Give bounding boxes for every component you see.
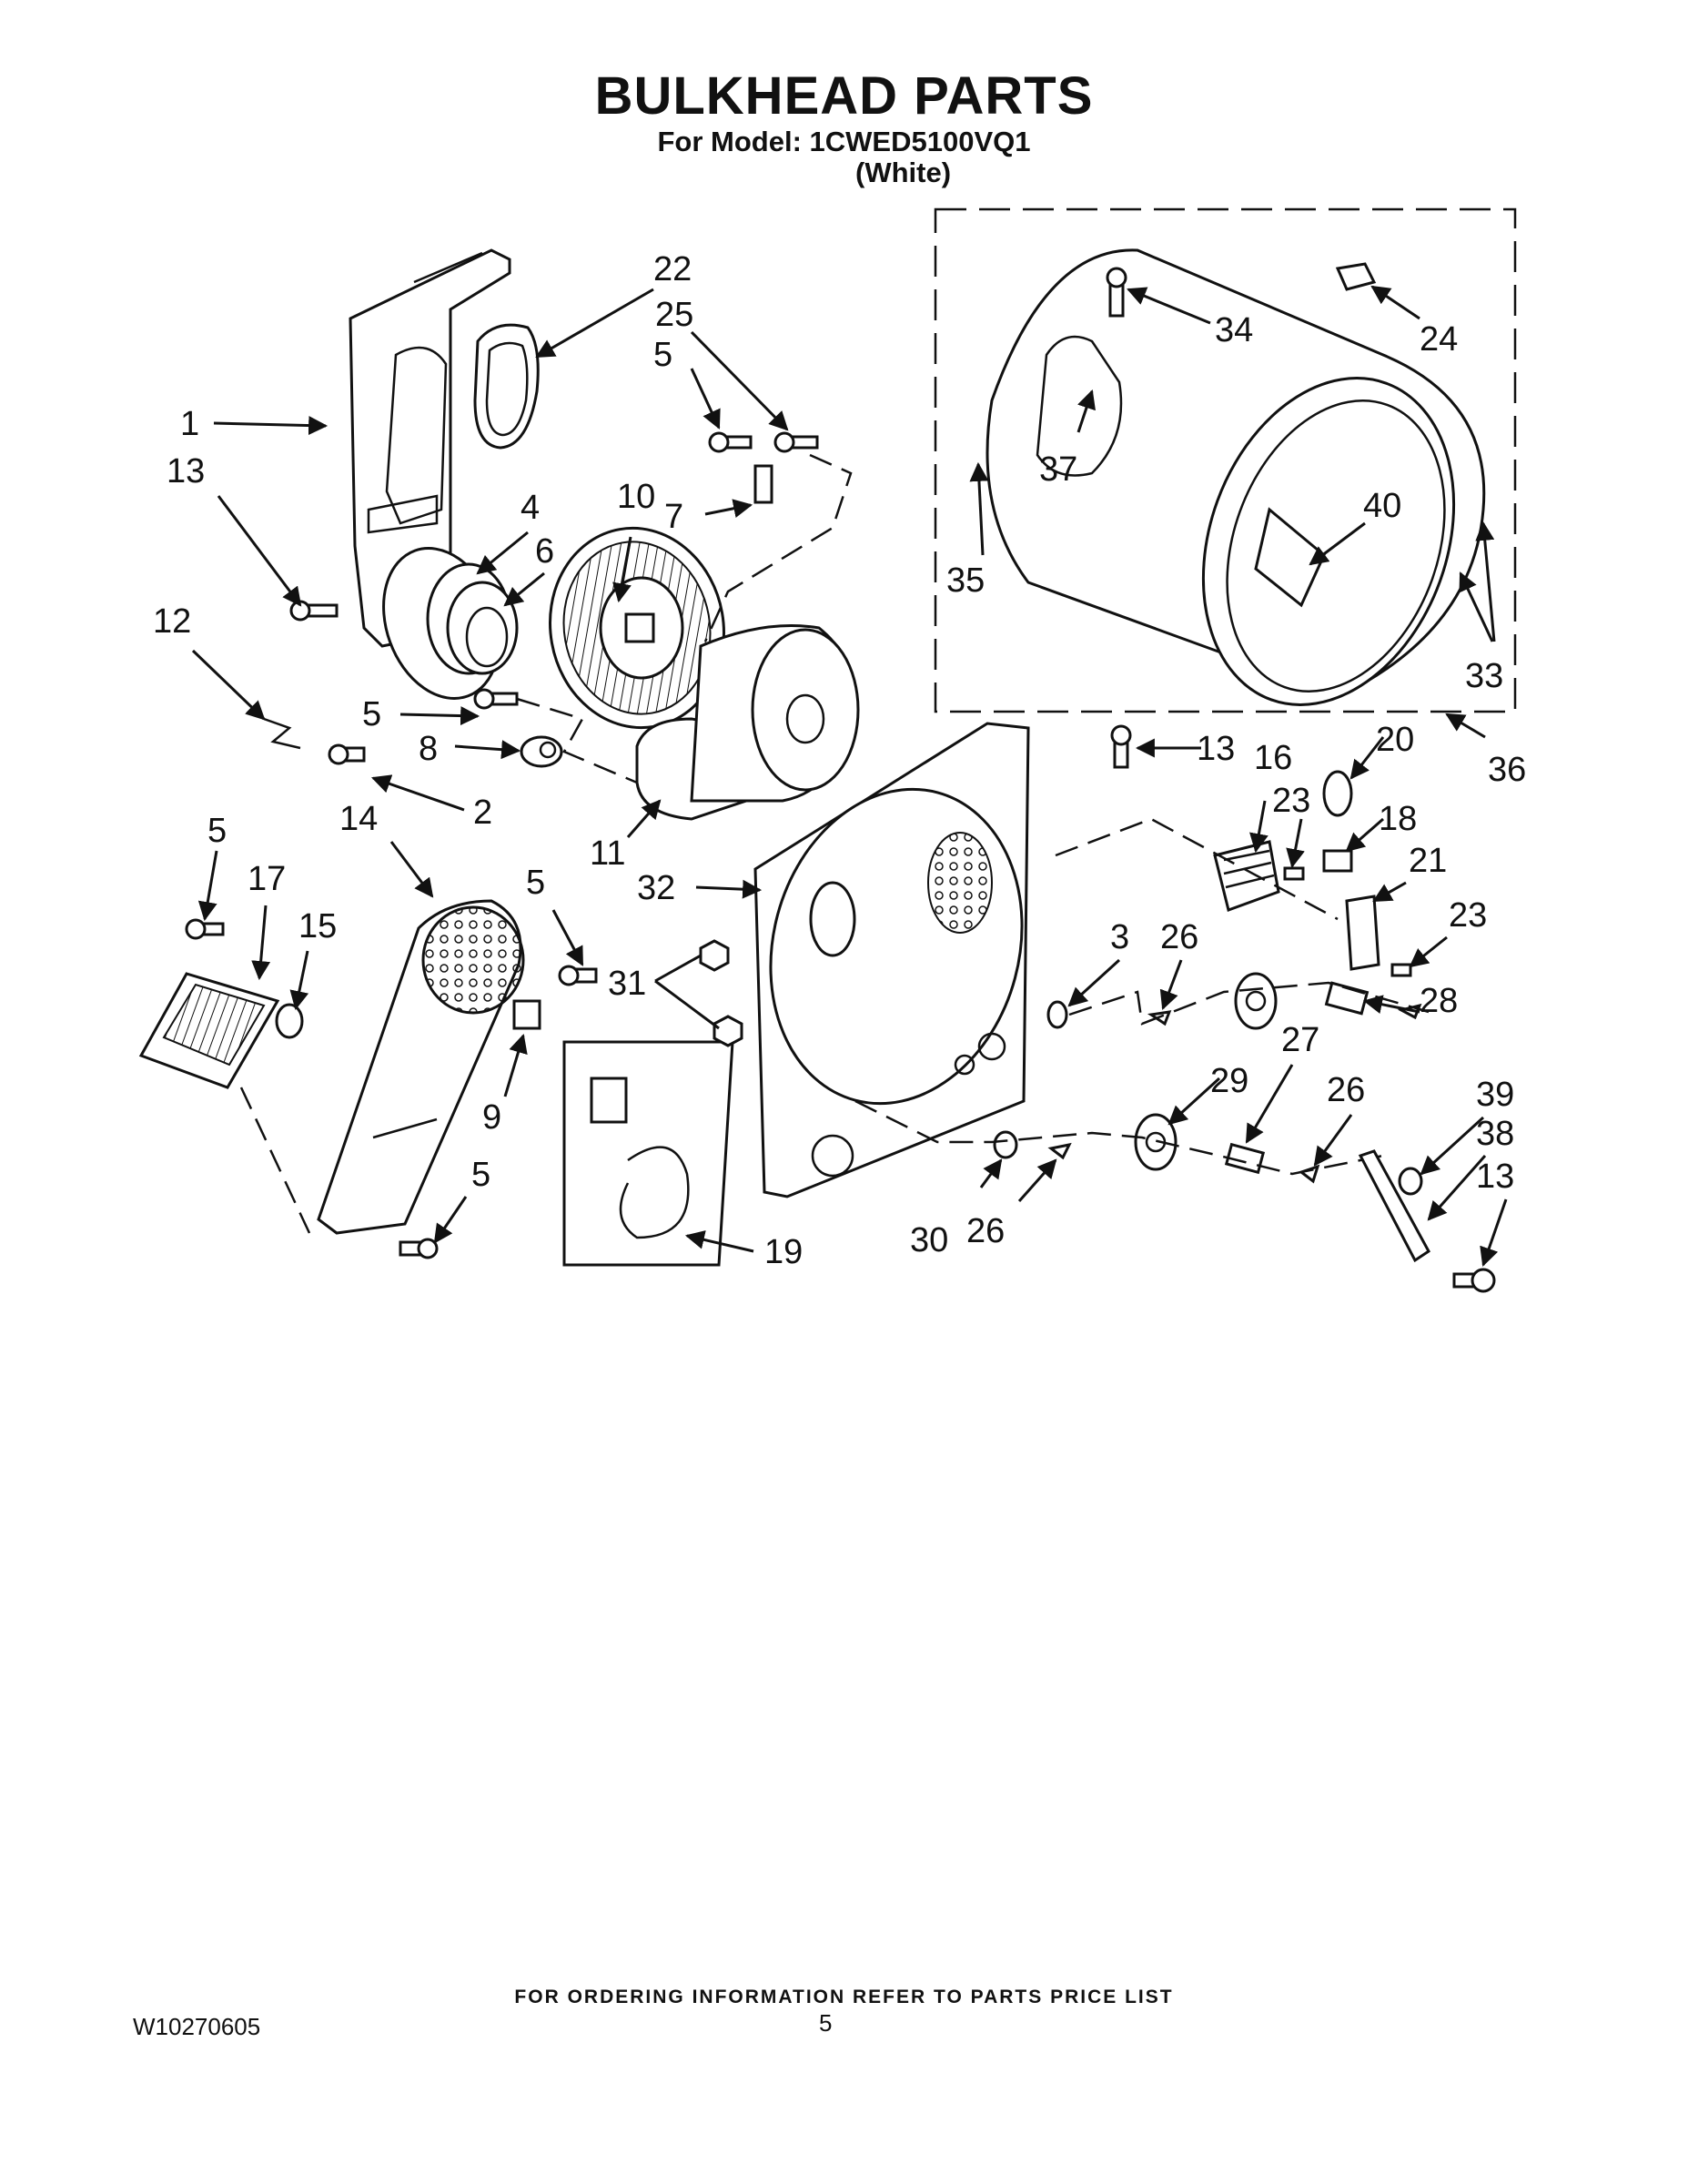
callout-26: 26 [966, 1212, 1005, 1250]
callout-3: 3 [1110, 918, 1129, 956]
document-number: W10270605 [133, 2013, 261, 2040]
drum-roller-29b [1134, 1113, 1178, 1171]
callout-39: 39 [1476, 1076, 1514, 1114]
bulb-socket [1322, 849, 1353, 873]
screw-13c [1452, 1268, 1496, 1293]
callout-5: 5 [471, 1156, 490, 1194]
callout-15: 15 [298, 907, 337, 945]
washer-30 [993, 1130, 1018, 1159]
callout-8: 8 [419, 730, 438, 768]
clip-26d [1298, 1164, 1320, 1184]
rear-duct-panel [349, 248, 511, 648]
callout-25: 25 [655, 296, 693, 334]
callout-1: 1 [180, 405, 199, 443]
callout-13: 13 [1197, 730, 1235, 768]
socket-bracket [1345, 895, 1380, 971]
screw-5c [185, 918, 225, 940]
color-line: (White) [855, 157, 952, 188]
callout-28: 28 [1420, 982, 1458, 1020]
callout-35: 35 [946, 561, 985, 600]
callout-24: 24 [1420, 320, 1458, 359]
nut-31a [699, 939, 730, 972]
screw-5b [473, 688, 519, 710]
wire-harness [562, 1040, 734, 1267]
callout-34: 34 [1215, 311, 1253, 349]
screw-34 [1106, 267, 1127, 318]
callout-2: 2 [473, 794, 492, 832]
washer-3 [1046, 1000, 1068, 1029]
screw-13b [1110, 724, 1132, 769]
callout-32: 32 [637, 869, 675, 907]
callout-5: 5 [526, 864, 545, 902]
callout-5: 5 [362, 695, 381, 733]
drive-motor [635, 624, 860, 821]
callout-13: 13 [1476, 1158, 1514, 1196]
callout-12: 12 [153, 602, 191, 641]
thermal-fuse [520, 735, 563, 768]
callout-16: 16 [1254, 739, 1292, 777]
wire-clip [263, 717, 301, 750]
screw-23a [1283, 866, 1305, 881]
heater-duct [317, 899, 525, 1235]
callout-18: 18 [1379, 800, 1417, 838]
terminal-block [1213, 840, 1280, 912]
roller-bracket [1358, 1149, 1430, 1263]
callout-9: 9 [482, 1098, 501, 1137]
ordering-note: FOR ORDERING INFORMATION REFER TO PARTS … [514, 1987, 1174, 2007]
callout-29: 29 [1210, 1062, 1248, 1100]
callout-14: 14 [339, 800, 378, 838]
callout-37: 37 [1039, 450, 1077, 489]
callout-7: 7 [664, 498, 683, 536]
callout-10: 10 [617, 478, 655, 516]
page-number: 5 [819, 2009, 833, 2037]
callout-22: 22 [653, 250, 692, 288]
clip-26c [1047, 1142, 1072, 1160]
blower-wheel [549, 526, 725, 730]
callout-21: 21 [1409, 842, 1447, 880]
callout-27: 27 [1281, 1021, 1319, 1059]
model-line: For Model: 1CWED5100VQ1 [657, 126, 1031, 157]
callout-33: 33 [1465, 657, 1503, 695]
roller-shaft-27 [1224, 1142, 1266, 1175]
callout-19: 19 [764, 1233, 803, 1271]
callout-26: 26 [1160, 918, 1198, 956]
callout-23: 23 [1272, 782, 1310, 820]
drum-light-bulb [1322, 770, 1353, 817]
callout-26: 26 [1327, 1071, 1365, 1109]
callout-11: 11 [590, 834, 625, 873]
screw-5a [708, 431, 753, 453]
heater-element [138, 972, 280, 1089]
nut-31b [713, 1015, 743, 1047]
callout-13: 13 [167, 452, 205, 490]
screw-5d [558, 965, 598, 986]
screw-5e [399, 1238, 439, 1259]
screw-2 [328, 743, 366, 765]
callout-6: 6 [535, 532, 554, 571]
drum-roller-29a [1234, 972, 1278, 1030]
callout-30: 30 [910, 1221, 948, 1259]
rear-bulkhead [753, 722, 1030, 1198]
callout-40: 40 [1363, 487, 1401, 525]
callout-20: 20 [1376, 721, 1414, 759]
callout-36: 36 [1488, 751, 1526, 789]
washer-39 [1398, 1167, 1423, 1196]
callout-5: 5 [207, 812, 227, 850]
belt-clip [753, 464, 773, 504]
callout-5: 5 [653, 336, 672, 374]
heater-clamp [512, 999, 541, 1030]
thermostat-15 [275, 1003, 304, 1039]
callout-4: 4 [521, 489, 540, 527]
drum [986, 248, 1486, 706]
callout-23: 23 [1449, 896, 1487, 935]
screw-23b [1390, 963, 1412, 977]
drum-clip-24 [1335, 262, 1377, 291]
screw-25 [773, 431, 819, 453]
fan-housing-rings [382, 547, 519, 700]
callout-31: 31 [608, 965, 646, 1003]
callout-38: 38 [1476, 1115, 1514, 1153]
page-title: BULKHEAD PARTS [594, 66, 1094, 126]
callout-17: 17 [248, 860, 286, 898]
